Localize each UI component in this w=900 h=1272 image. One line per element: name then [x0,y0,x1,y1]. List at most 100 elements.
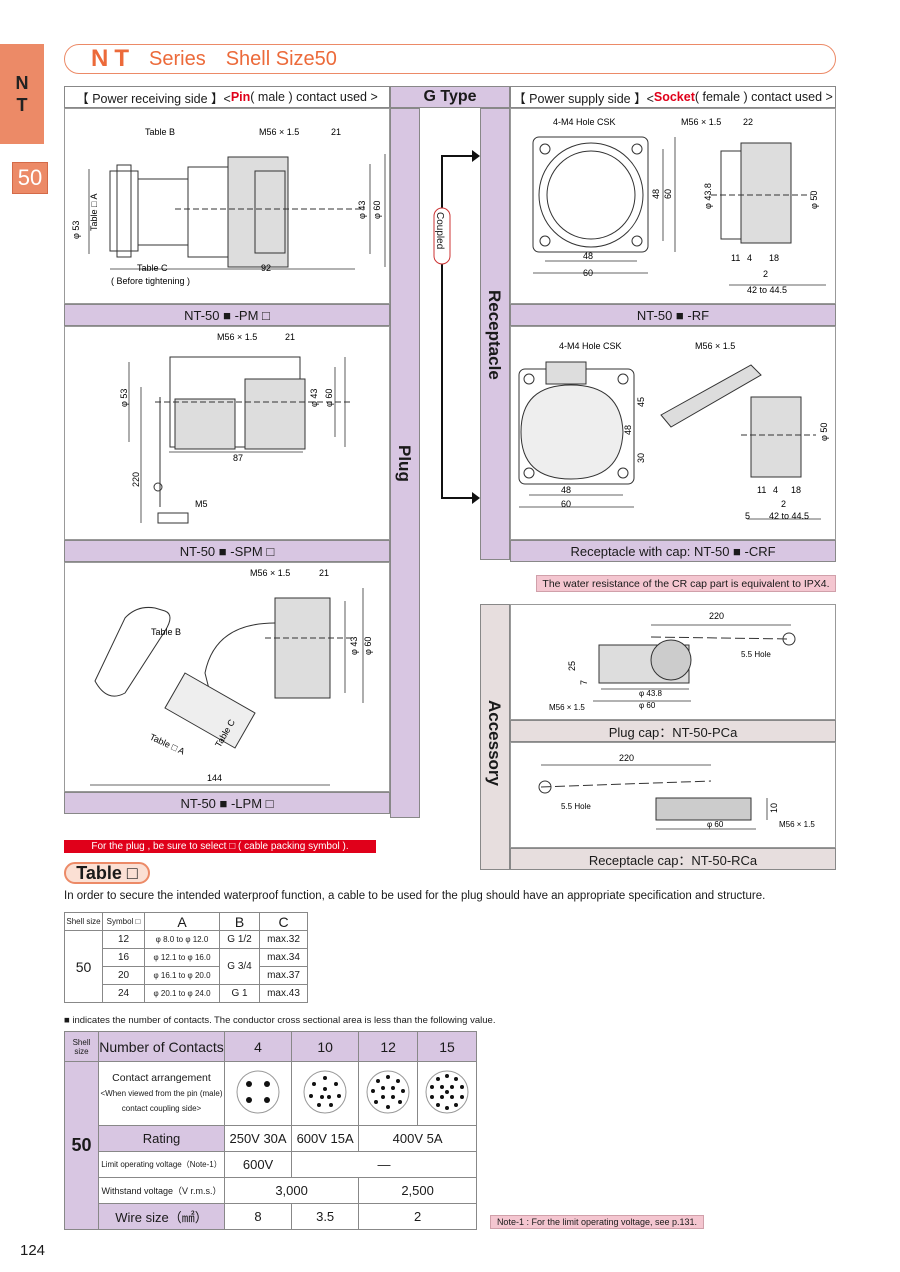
rf-m56: M56 × 1.5 [681,117,721,127]
t1-h-symbol: Symbol □ [102,912,145,931]
spm-21: 21 [285,332,295,342]
lpm-table-a: Table □ A [148,732,186,757]
lpm-drawing: M56 × 1.5 21 Table B φ 43 φ 60 Table □ A… [90,568,373,786]
water-resistance-note: The water resistance of the CR cap part … [536,575,836,592]
rf-phi438: φ 43.8 [703,183,713,209]
arrangement-4-diagram [223,1061,293,1126]
t2-h-shell: Shell size [64,1031,99,1062]
t1-h-shell: Shell size [64,912,103,931]
pm-m56: M56 × 1.5 [259,127,299,137]
pca-7: 7 [579,680,589,685]
pm-table-c: Table C [137,263,168,273]
t2-col: 10 [291,1031,360,1062]
t1-a: φ 20.1 to φ 24.0 [144,984,220,1003]
spm-phi53: φ 53 [119,389,129,407]
label-receptacle-cap: Receptacle cap：NT-50-RCa [510,848,836,870]
rf-42: 42 to 44.5 [747,285,787,295]
spm-drawing-box: M56 × 1.5 21 φ 53 φ 43 φ 60 87 220 M5 [64,326,390,540]
pm-phi43: φ 43 [357,201,367,219]
t1-sym: 16 [102,948,145,967]
rca-m56: M56 × 1.5 [779,820,815,829]
t1-h-b: B [219,912,260,931]
pca-hole: 5.5 Hole [741,650,771,659]
t1-c: max.37 [259,966,308,985]
rca-10: 10 [769,803,779,813]
rf-2: 2 [763,269,768,279]
series-code: NT [91,45,135,72]
label-nt-50-rf: NT-50 ■ -RF [510,304,836,326]
pca-220: 220 [709,611,724,621]
crf-4: 4 [773,485,778,495]
t2-rating-val: 250V 30A [223,1125,293,1152]
shell-size: 50 [314,47,337,70]
shell-size-tab: 50 [12,162,48,194]
rf-60v: 60 [663,189,673,199]
pm-phi60: φ 60 [372,201,382,219]
pca-drawing: 220 5.5 Hole 25 7 φ 43.8 φ 60 M56 × 1.5 [549,611,796,712]
lpm-144: 144 [207,773,222,783]
rf-22: 22 [743,117,753,127]
t1-sym: 20 [102,966,145,985]
rca-220: 220 [619,753,634,763]
t2-arr-sub1: <When viewed from the pin (male) [100,1089,223,1098]
page-number: 124 [20,1242,46,1259]
arrangement-12-diagram [358,1061,419,1126]
t2-h-contacts: Number of Contacts [98,1031,225,1062]
t2-arrangement: Contact arrangement <When viewed from the… [98,1061,225,1126]
t2-col: 4 [223,1031,293,1062]
lpm-phi60: φ 60 [363,637,373,655]
t2-withstand: Withstand voltage（V r.m.s.） [98,1177,225,1204]
crf-30: 30 [636,453,646,463]
pca-m56: M56 × 1.5 [549,703,585,712]
right-column-header: 【 Power supply side 】< Socket ( female )… [510,86,836,108]
t2-arr-title: Contact arrangement [112,1072,211,1084]
rf-hole: 4-M4 Hole CSK [553,117,616,127]
t1-c: max.32 [259,930,308,949]
pca-phi60: φ 60 [639,701,656,710]
crf-45: 45 [636,397,646,407]
pca-25: 25 [567,661,577,671]
crf-drawing: 4-M4 Hole CSK M56 × 1.5 45 48 30 48 60 φ… [518,341,829,521]
spm-phi60: φ 60 [324,389,334,407]
label-nt-50-spm: NT-50 ■ -SPM □ [64,540,390,562]
arrangement-10-diagram [291,1061,360,1126]
shell-label: Shell Size [225,47,315,70]
right-header-post: ( female ) contact used > [694,90,833,104]
t1-c: max.43 [259,984,308,1003]
t1-a: φ 8.0 to φ 12.0 [144,930,220,949]
accessory-band [480,604,510,870]
crf-drawing-box: 4-M4 Hole CSK M56 × 1.5 45 48 30 48 60 φ… [510,326,836,540]
pca-drawing-box: 220 5.5 Hole 25 7 φ 43.8 φ 60 M56 × 1.5 [510,604,836,720]
spm-220: 220 [131,472,141,487]
spm-drawing: M56 × 1.5 21 φ 53 φ 43 φ 60 87 220 M5 [119,332,350,524]
plug-packing-note: For the plug , be sure to select □ ( cab… [64,840,376,853]
spm-m5: M5 [195,499,208,509]
rca-drawing: 220 5.5 Hole 10 φ 60 M56 × 1.5 [538,753,815,830]
spm-m56: M56 × 1.5 [217,332,257,342]
lpm-table-b: Table B [151,627,181,637]
rf-48v: 48 [651,189,661,199]
pca-phi438: φ 43.8 [639,689,663,698]
t2-wire-val: 8 [223,1203,293,1230]
left-header-post: ( male ) contact used > [250,90,378,104]
t1-a: φ 16.1 to φ 20.0 [144,966,220,985]
left-header-pin: Pin [230,90,251,104]
coupled-arrow [433,150,480,504]
t2-rating-val: 600V 15A [291,1125,360,1152]
label-plug-cap: Plug cap：NT-50-PCa [510,720,836,742]
crf-2: 2 [781,499,786,509]
table-title: Table □ [64,862,150,884]
t1-c: max.34 [259,948,308,967]
side-tab-t: T [16,95,28,115]
coupled-label: Coupled [434,212,445,250]
label-nt-50-crf: Receptacle with cap: NT-50 ■ -CRF [510,540,836,562]
rf-11: 11 [731,253,740,263]
t2-withstand-val: 3,000 [223,1177,360,1204]
pm-table-b: Table B [145,127,175,137]
lpm-phi43: φ 43 [349,637,359,655]
t2-wire: Wire size（㎟） [98,1203,225,1230]
left-header-pre: 【 Power receiving side 】< [76,91,231,106]
contacts-note: ■ indicates the number of contacts. [64,1015,212,1026]
